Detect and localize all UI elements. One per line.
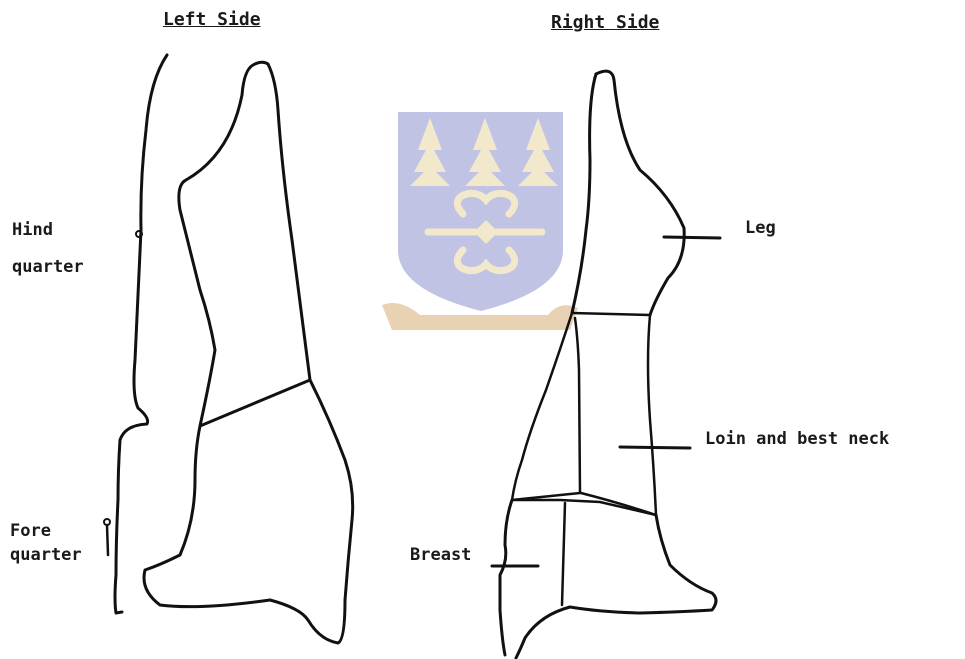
fore-quarter-label-line2: quarter [10, 544, 82, 566]
breast-label: Breast [410, 544, 471, 566]
fore-quarter-label-line1: Fore [10, 520, 51, 542]
loin-pointer [620, 447, 690, 448]
hind-quarter-label-line1: Hind [12, 219, 53, 241]
hind-marker [136, 231, 142, 237]
university-crest-icon [382, 112, 578, 330]
left-carcass-outline [115, 55, 353, 643]
leg-label: Leg [745, 217, 776, 239]
leg-pointer [664, 237, 720, 238]
hind-quarter-label-line2: quarter [12, 256, 84, 278]
loin-and-best-neck-label: Loin and best neck [705, 428, 889, 450]
